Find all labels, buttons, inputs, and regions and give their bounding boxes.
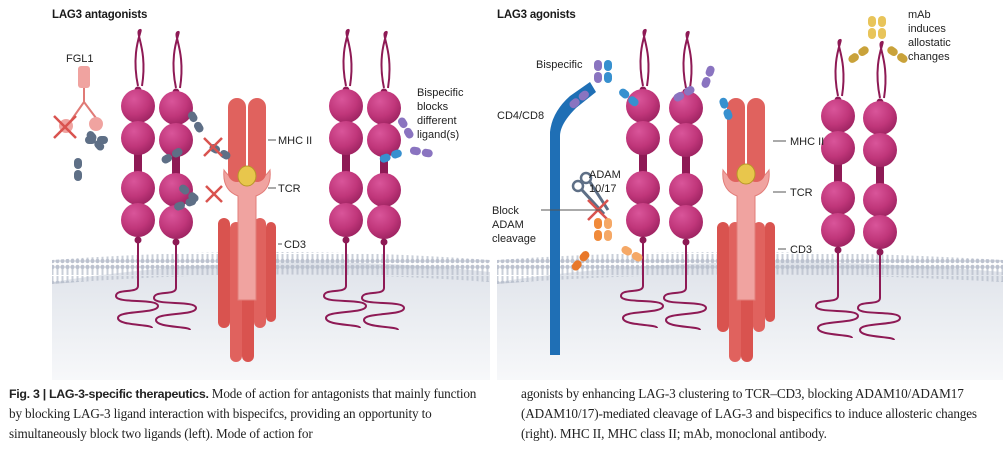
- mhc-tcr-cd3-complex: [717, 98, 775, 362]
- cd3-label: CD3: [284, 239, 306, 251]
- caption-left-text: Mode of action for antagonists that main…: [9, 386, 477, 441]
- mhc-tcr-cd3-complex: [218, 98, 276, 362]
- block-cross-icon: [205, 185, 223, 203]
- right-panel-title: LAG3 agonists: [497, 9, 576, 21]
- adam-label-line: ADAM: [589, 169, 621, 181]
- bispecific-label-line: ligand(s): [417, 129, 459, 141]
- cd3-label: CD3: [790, 244, 812, 256]
- block-adam-label-line: cleavage: [492, 233, 536, 245]
- mab-label-line: allostatic: [908, 37, 951, 49]
- mab-label-line: mAb: [908, 9, 931, 21]
- block-cross-icon: [53, 115, 77, 139]
- block-adam-label-line: ADAM: [492, 219, 524, 231]
- cd4-cd8-receptor: [550, 82, 596, 355]
- bispecific-label-line: different: [417, 115, 457, 127]
- figure-caption-left: Fig. 3 | LAG-3-specific therapeutics. Mo…: [9, 384, 489, 444]
- mhc-label: MHC II: [278, 135, 312, 147]
- monoclonal-antibody: [846, 16, 910, 65]
- block-cross-icon: [203, 137, 223, 157]
- block-adam-label-line: Block: [492, 205, 519, 217]
- fgl1-label: FGL1: [66, 53, 94, 65]
- fgl1-ligand: [53, 66, 103, 139]
- bispecific-label-line: Bispecific: [417, 87, 464, 99]
- tcr-label: TCR: [790, 187, 813, 199]
- mhc-label: MHC II: [790, 136, 824, 148]
- left-panel-title: LAG3 antagonists: [52, 9, 148, 21]
- cd4-cd8-label: CD4/CD8: [497, 110, 544, 122]
- figure-caption-right: agonists by enhancing LAG-3 clustering t…: [521, 386, 977, 441]
- figure-illustration: FGL1 MHC II TCR CD3 Bispecific blocks di…: [52, 9, 1003, 380]
- adam-label-line: 10/17: [589, 183, 617, 195]
- mab-label-line: induces: [908, 23, 946, 35]
- bispecific-label: Bispecific: [536, 59, 583, 71]
- bispecific-label-line: blocks: [417, 101, 449, 113]
- tcr-label: TCR: [278, 183, 301, 195]
- caption-label: Fig. 3 | LAG-3-specific therapeutics.: [9, 387, 209, 401]
- mab-label-line: changes: [908, 51, 950, 63]
- adam-scissors-icon: [571, 171, 610, 221]
